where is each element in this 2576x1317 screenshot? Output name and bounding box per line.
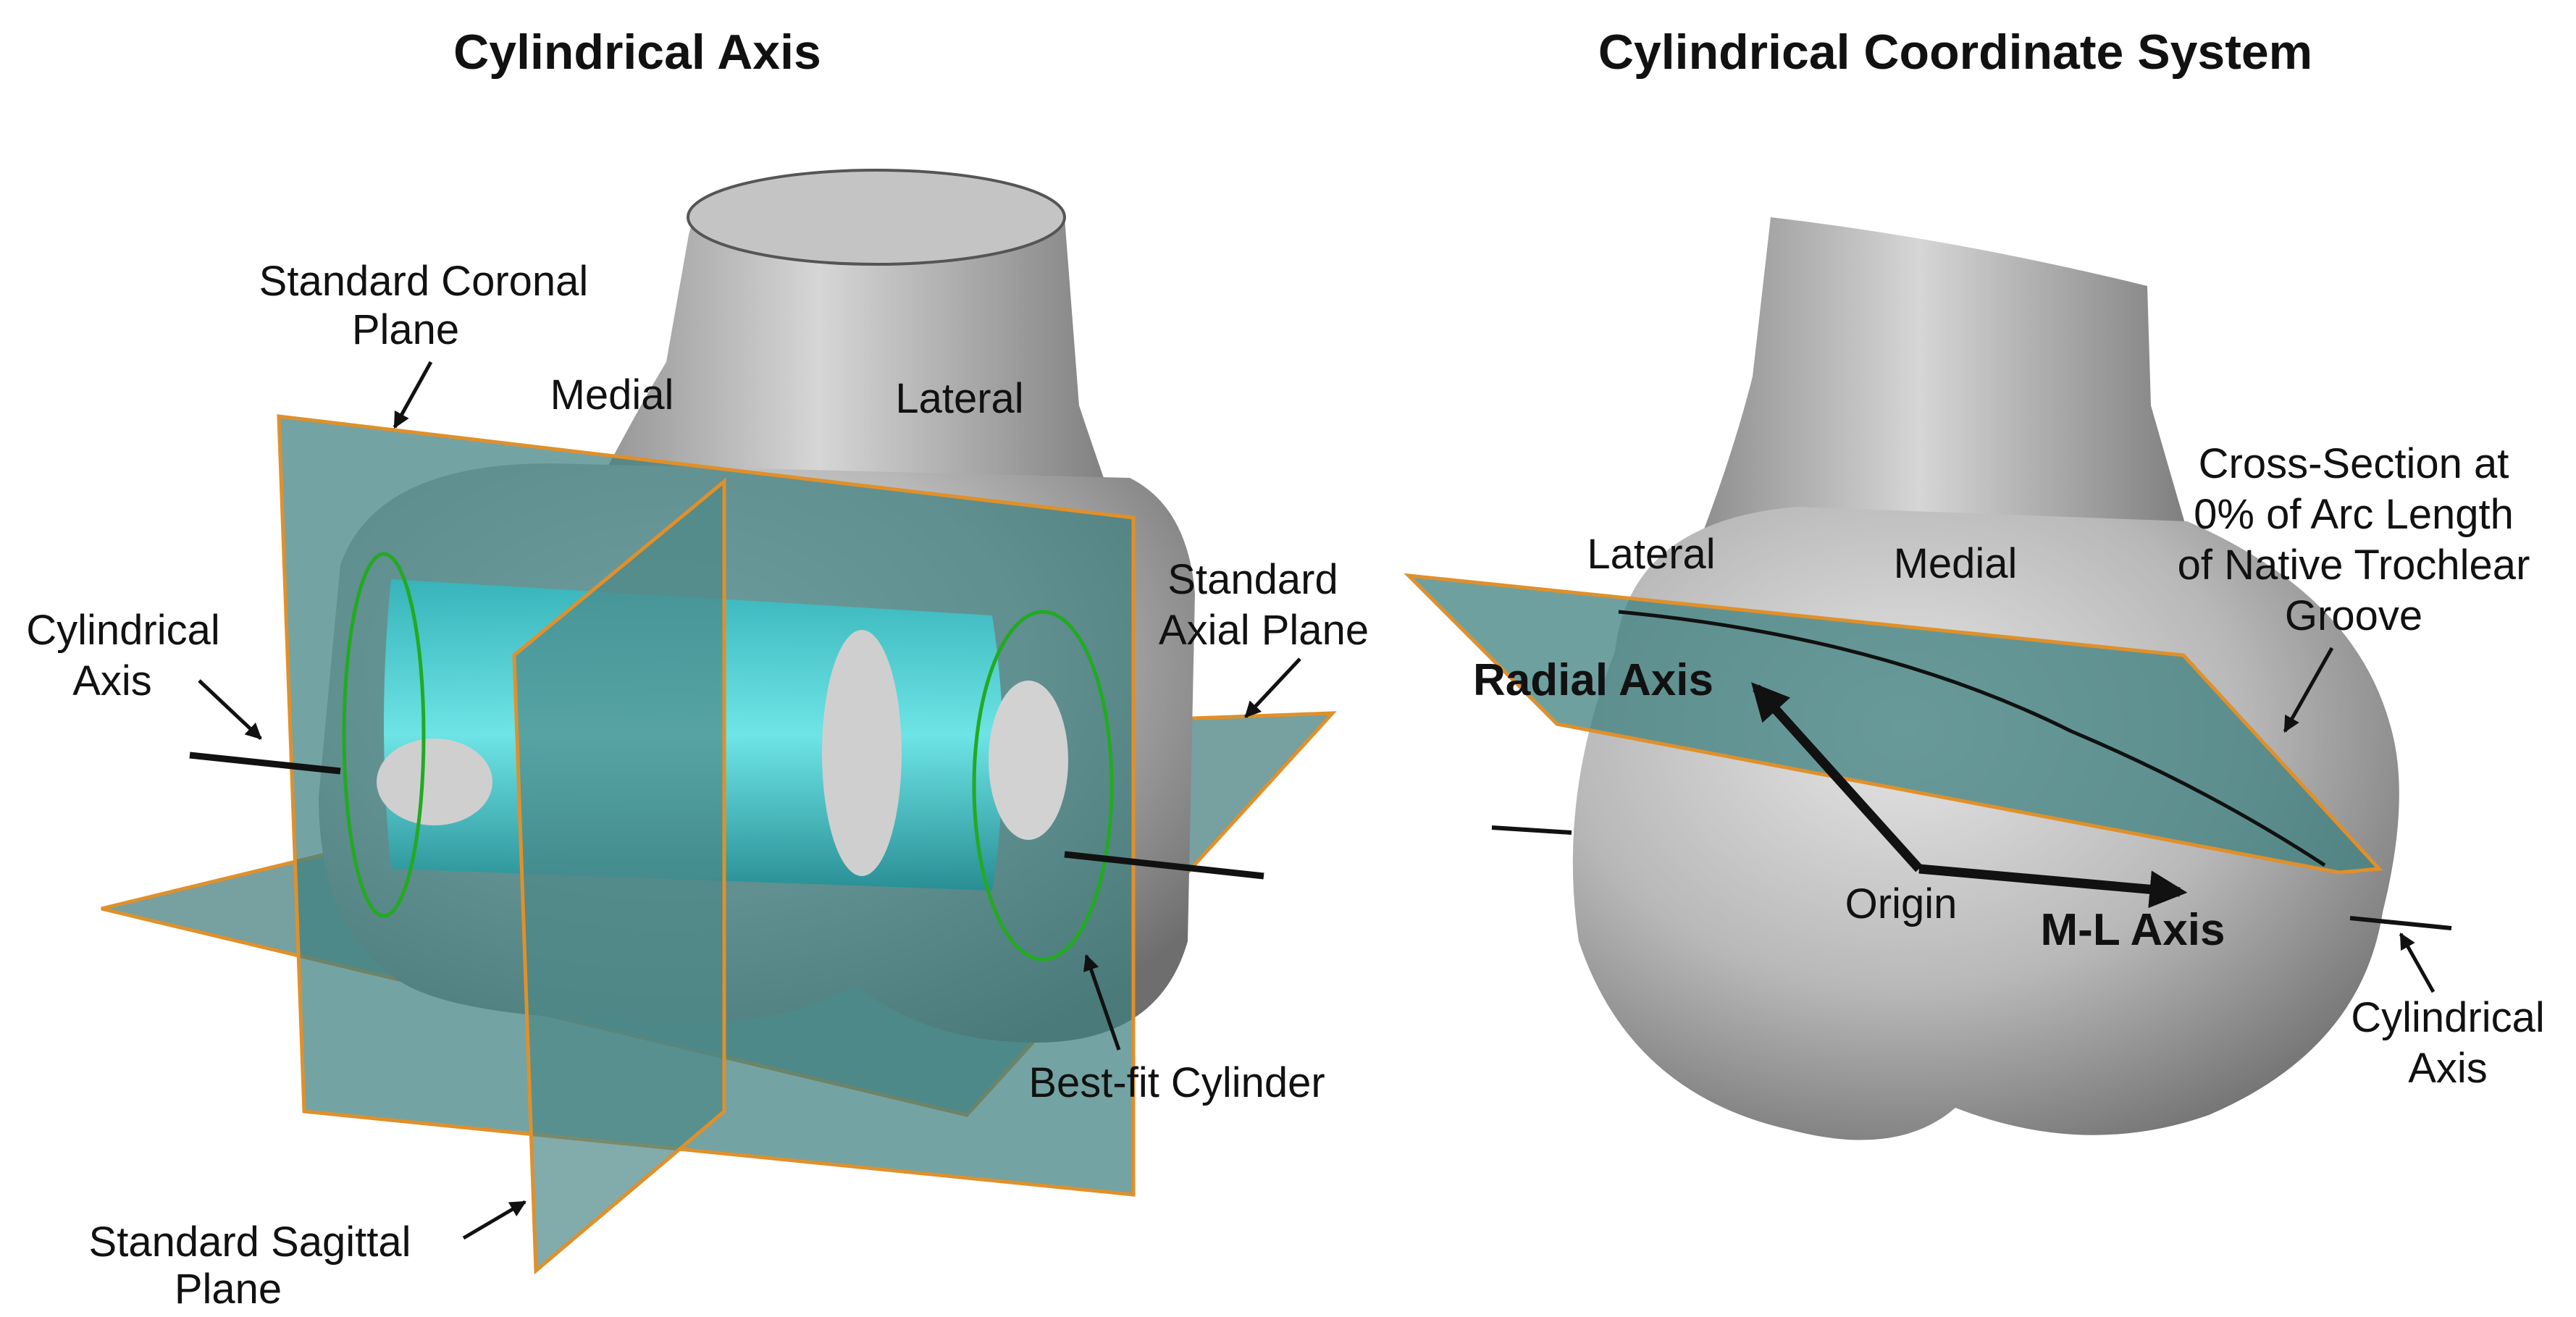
axial-pointer xyxy=(1244,657,1301,718)
coronal-pointer xyxy=(393,361,433,429)
cyl-axis-pointer xyxy=(198,679,262,740)
sagittal-label-line1: Standard Sagittal xyxy=(89,1219,411,1266)
bone-patch-right xyxy=(989,681,1068,840)
cylinder-ring-right xyxy=(972,610,1114,962)
cyl-axis-label-line1: Cylindrical xyxy=(26,607,220,654)
ml-axis-label: M-L Axis xyxy=(2041,905,2225,955)
cylindrical-axis-line xyxy=(189,752,341,775)
best-fit-label: Best-fit Cylinder xyxy=(1028,1059,1325,1106)
cyl-axis-label-right-line1: Cylindrical xyxy=(2351,994,2545,1041)
femur-shaft-right xyxy=(1687,217,2202,579)
cross-section-label-line3: of Native Trochlear xyxy=(2178,542,2530,589)
right-panel: Cylindrical Coordinate System Lateral Me… xyxy=(1404,25,2545,1140)
ml-axis-arrow xyxy=(1918,864,2188,909)
cross-section-plane xyxy=(1404,573,2383,875)
medial-label: Medial xyxy=(550,371,674,418)
cyl-axis-right-pointer xyxy=(2399,933,2436,993)
medial-label-right: Medial xyxy=(1894,540,2018,587)
cyl-axis-label-right-line2: Axis xyxy=(2408,1045,2488,1092)
cyl-axis-label-line2: Axis xyxy=(72,657,152,704)
sagittal-plane xyxy=(512,477,726,1275)
cross-section-label-line1: Cross-Section at xyxy=(2199,440,2509,487)
lateral-label: Lateral xyxy=(895,375,1023,422)
lateral-label-right: Lateral xyxy=(1587,531,1715,578)
radial-axis-label: Radial Axis xyxy=(1473,655,1713,705)
left-panel-title: Cylindrical Axis xyxy=(453,25,821,80)
femur-shaft xyxy=(565,177,1130,551)
sagittal-label-line2: Plane xyxy=(175,1266,282,1313)
bone-patch-left xyxy=(377,739,492,825)
right-panel-title: Cylindrical Coordinate System xyxy=(1598,25,2312,80)
cylindrical-axis-line-right xyxy=(1064,851,1264,880)
origin-label: Origin xyxy=(1845,880,1958,927)
left-panel: Cylindrical Axis Standard Coronal Plane … xyxy=(26,25,1369,1313)
axial-label-line2: Axial Plane xyxy=(1159,607,1369,654)
cylindrical-axis-stub-right xyxy=(2349,916,2452,930)
cylindrical-axis-stub-left xyxy=(1491,825,1572,835)
coronal-label-line2: Plane xyxy=(352,306,459,353)
cross-section-contour xyxy=(1618,610,2326,867)
cross-section-label-line4: Groove xyxy=(2285,592,2422,639)
shaft-cut-surface xyxy=(687,169,1066,266)
best-fit-pointer xyxy=(1083,954,1121,1051)
cross-section-label-line2: 0% of Arc Length xyxy=(2194,491,2514,538)
cylinder-ring-left xyxy=(342,552,426,918)
sagittal-pointer xyxy=(462,1200,526,1240)
cross-section-pointer xyxy=(2283,647,2334,733)
bone-patch-center xyxy=(822,630,902,876)
radial-axis-arrow xyxy=(1751,682,1923,872)
axial-label-line1: Standard xyxy=(1167,556,1338,603)
coronal-label-line1: Standard Coronal xyxy=(259,258,589,305)
